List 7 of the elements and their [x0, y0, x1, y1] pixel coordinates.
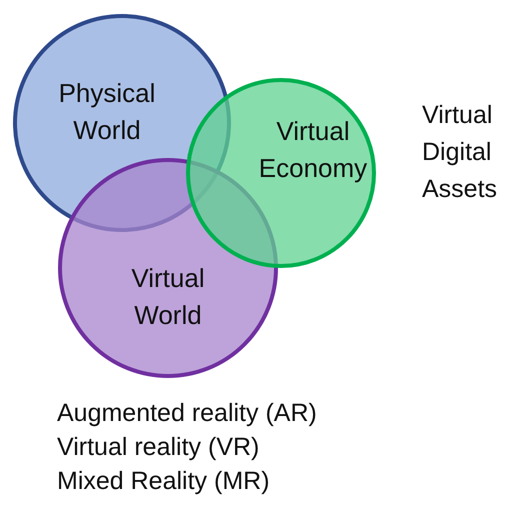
circle-label: Virtual World [130, 262, 206, 332]
side-note: Virtual Digital Assets [422, 100, 498, 205]
circle-label: Virtual Economy [258, 115, 368, 185]
circle-label: Physical World [58, 77, 156, 147]
side-note: Mixed Reality (MR) [57, 466, 270, 497]
side-note: Augmented reality (AR) [57, 398, 317, 429]
side-note: Virtual reality (VR) [57, 432, 260, 463]
